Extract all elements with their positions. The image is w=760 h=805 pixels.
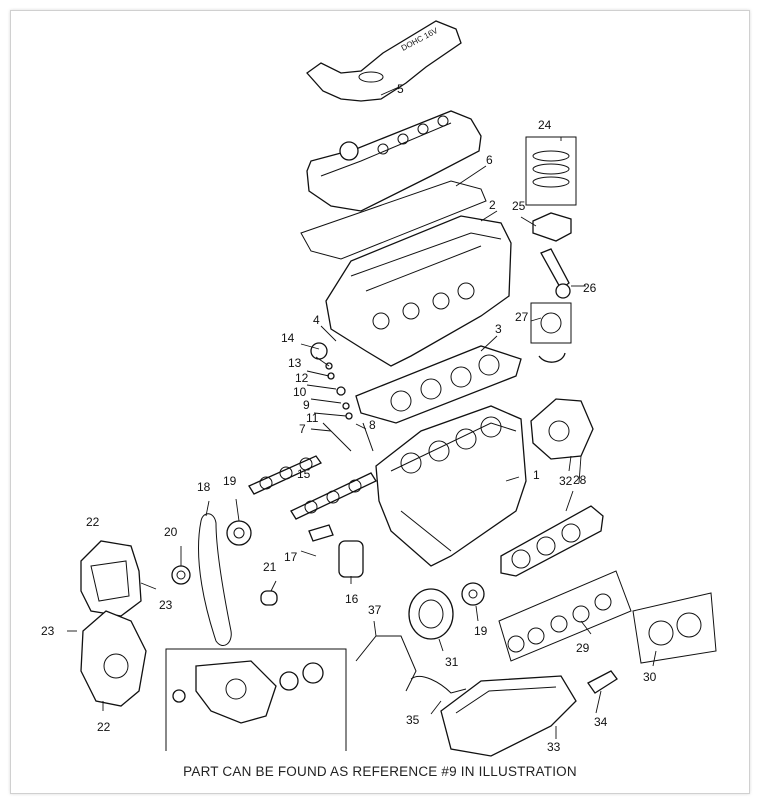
valve-8 bbox=[362, 422, 374, 452]
rod-cap bbox=[538, 352, 566, 363]
rear-cover-37 bbox=[355, 635, 417, 692]
valve-cover-gasket bbox=[300, 180, 487, 260]
callout-32: 32 bbox=[559, 474, 573, 488]
callout-8: 8 bbox=[369, 418, 376, 432]
leader-lines bbox=[67, 86, 657, 739]
callout-28: 28 bbox=[573, 473, 587, 487]
callouts: 1 2 3 4 5 6 7 8 9 10 11 12 13 14 15 16 1… bbox=[41, 82, 657, 754]
callout-7: 7 bbox=[299, 422, 306, 436]
callout-16: 16 bbox=[345, 592, 359, 606]
callout-37: 37 bbox=[368, 603, 382, 617]
part-17 bbox=[308, 524, 334, 542]
callout-5: 5 bbox=[397, 82, 404, 96]
callout-24: 24 bbox=[538, 118, 552, 132]
idler-pulley bbox=[171, 565, 191, 585]
diagram-frame: DOHC 16V bbox=[10, 10, 750, 794]
callout-19-lower: 19 bbox=[474, 624, 488, 638]
callout-25: 25 bbox=[512, 199, 526, 213]
callout-18: 18 bbox=[197, 480, 211, 494]
connecting-rod bbox=[540, 248, 571, 299]
callout-3: 3 bbox=[495, 322, 502, 336]
tube-34 bbox=[587, 670, 618, 694]
engine-block bbox=[375, 405, 527, 567]
callout-22-upper: 22 bbox=[86, 515, 100, 529]
callout-20: 20 bbox=[164, 525, 178, 539]
callout-9: 9 bbox=[303, 398, 310, 412]
valve-7 bbox=[322, 422, 352, 452]
callout-23-right: 23 bbox=[159, 598, 173, 612]
callout-12: 12 bbox=[295, 371, 309, 385]
retainer-9 bbox=[342, 402, 350, 410]
callout-1: 1 bbox=[533, 468, 540, 482]
callout-14: 14 bbox=[281, 331, 295, 345]
valve-cover bbox=[306, 110, 482, 212]
piston-rings bbox=[525, 136, 577, 206]
caption-text: PART CAN BE FOUND AS REFERENCE #9 IN ILL… bbox=[177, 764, 583, 779]
timing-belt bbox=[198, 513, 232, 646]
head-gasket bbox=[355, 345, 522, 424]
tensioner bbox=[260, 590, 278, 606]
crank-pulley bbox=[408, 588, 454, 640]
callout-6: 6 bbox=[486, 153, 493, 167]
timing-cover-upper bbox=[80, 540, 142, 617]
callout-2: 2 bbox=[489, 198, 496, 212]
oil-strainer bbox=[410, 675, 467, 694]
callout-11: 11 bbox=[306, 411, 319, 425]
callout-4: 4 bbox=[313, 313, 320, 327]
oil-pan bbox=[440, 675, 577, 757]
thrust-washers bbox=[632, 592, 717, 664]
seat-11 bbox=[345, 412, 353, 420]
cylinder-head bbox=[325, 215, 512, 367]
crank-sprocket bbox=[461, 582, 485, 606]
callout-21: 21 bbox=[263, 560, 277, 574]
callout-33: 33 bbox=[547, 740, 561, 754]
callout-34: 34 bbox=[594, 715, 608, 729]
callout-31: 31 bbox=[445, 655, 459, 669]
callout-22-lower: 22 bbox=[97, 720, 111, 734]
piston bbox=[532, 212, 572, 242]
gasket-16 bbox=[338, 540, 364, 578]
crankshaft bbox=[500, 505, 604, 577]
engine-exploded-diagram: DOHC 16V bbox=[41, 20, 717, 757]
diagram-caption: PART CAN BE FOUND AS REFERENCE #9 IN ILL… bbox=[11, 764, 749, 779]
callout-26: 26 bbox=[583, 281, 597, 295]
callout-17: 17 bbox=[284, 550, 298, 564]
plug-14 bbox=[310, 342, 328, 360]
cam-sprocket bbox=[226, 520, 252, 546]
callout-19-upper: 19 bbox=[223, 474, 237, 488]
timing-cover-lower bbox=[80, 610, 147, 707]
engine-cover: DOHC 16V bbox=[306, 20, 462, 102]
callout-13: 13 bbox=[288, 356, 302, 370]
callout-10: 10 bbox=[293, 385, 307, 399]
callout-27: 27 bbox=[515, 310, 529, 324]
main-bearings bbox=[498, 570, 632, 662]
oil-pump-inset bbox=[165, 648, 347, 751]
camshafts bbox=[248, 455, 377, 520]
seal-housing bbox=[530, 398, 594, 460]
callout-35: 35 bbox=[406, 713, 420, 727]
rod-bearings bbox=[530, 302, 572, 344]
callout-30: 30 bbox=[643, 670, 657, 684]
callout-15: 15 bbox=[297, 467, 311, 481]
callout-29: 29 bbox=[576, 641, 590, 655]
spring-10 bbox=[336, 386, 346, 396]
callout-23-left: 23 bbox=[41, 624, 55, 638]
